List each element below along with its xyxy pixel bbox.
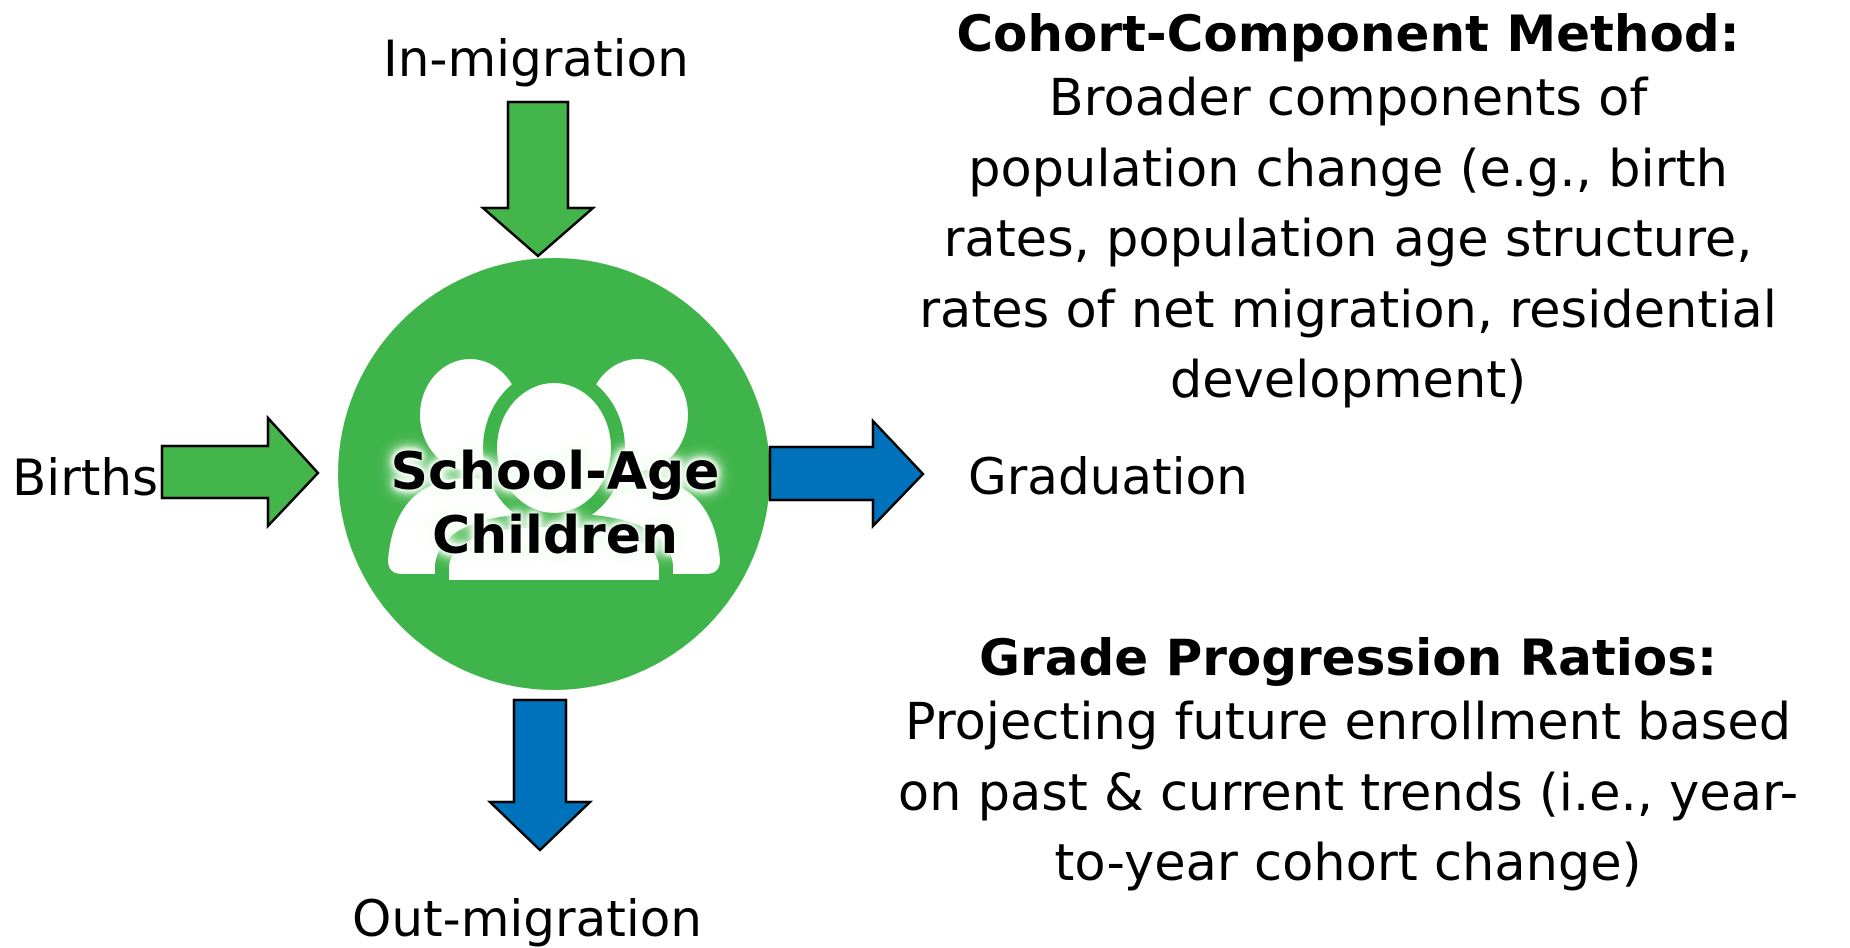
births-label: Births xyxy=(12,449,159,507)
births-arrow xyxy=(160,414,320,530)
in-migration-label: In-migration xyxy=(383,30,689,88)
out-migration-arrow xyxy=(486,698,594,852)
method-title: Cohort-Component Method: xyxy=(956,5,1740,63)
children-group-icon xyxy=(388,359,720,600)
grade-progression-ratios: Grade Progression Ratios: Projecting fut… xyxy=(858,628,1838,900)
cohort-component-method: Cohort-Component Method: Broader compone… xyxy=(858,4,1838,417)
method-line: development) xyxy=(1169,351,1527,410)
method-line: to-year cohort change) xyxy=(1054,834,1642,893)
method-line: rates, population age structure, xyxy=(943,210,1753,269)
method-line: Projecting future enrollment based xyxy=(904,693,1792,752)
method-title: Grade Progression Ratios: xyxy=(979,629,1717,687)
graduation-label: Graduation xyxy=(968,448,1248,506)
in-migration-arrow xyxy=(479,100,597,258)
method-line: on past & current trends (i.e., year- xyxy=(897,763,1799,823)
center-label-line2: Children xyxy=(432,506,678,566)
graduation-arrow xyxy=(768,417,925,530)
method-line: rates of net migration, residential xyxy=(919,280,1777,340)
out-migration-label: Out-migration xyxy=(352,890,702,948)
method-line: population change (e.g., birth xyxy=(968,139,1728,199)
center-label-line1: School-Age xyxy=(390,442,720,502)
method-line: Broader components of xyxy=(1048,69,1648,128)
